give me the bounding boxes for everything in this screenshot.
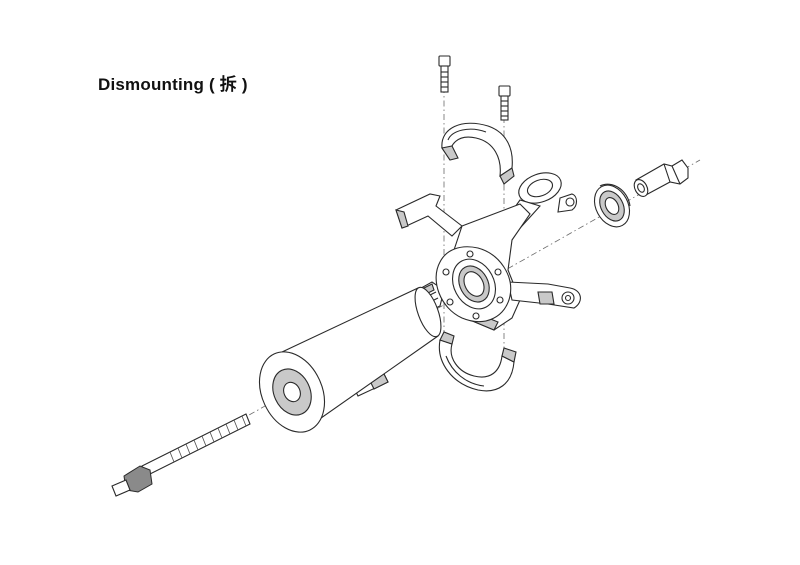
nut-icon [633,159,689,197]
threaded-spindle-icon [111,413,251,497]
page-title: Dismounting ( 拆 ) [98,75,248,94]
wheel-bearing-icon [593,183,631,228]
pulling-cup-icon [258,286,442,433]
bolt-top-right-icon [498,85,511,121]
bolt-top-left-icon [438,55,451,93]
lower-half-shell-icon [438,331,517,392]
hub-flange-icon [435,246,512,323]
upper-half-shell-icon [441,122,515,185]
